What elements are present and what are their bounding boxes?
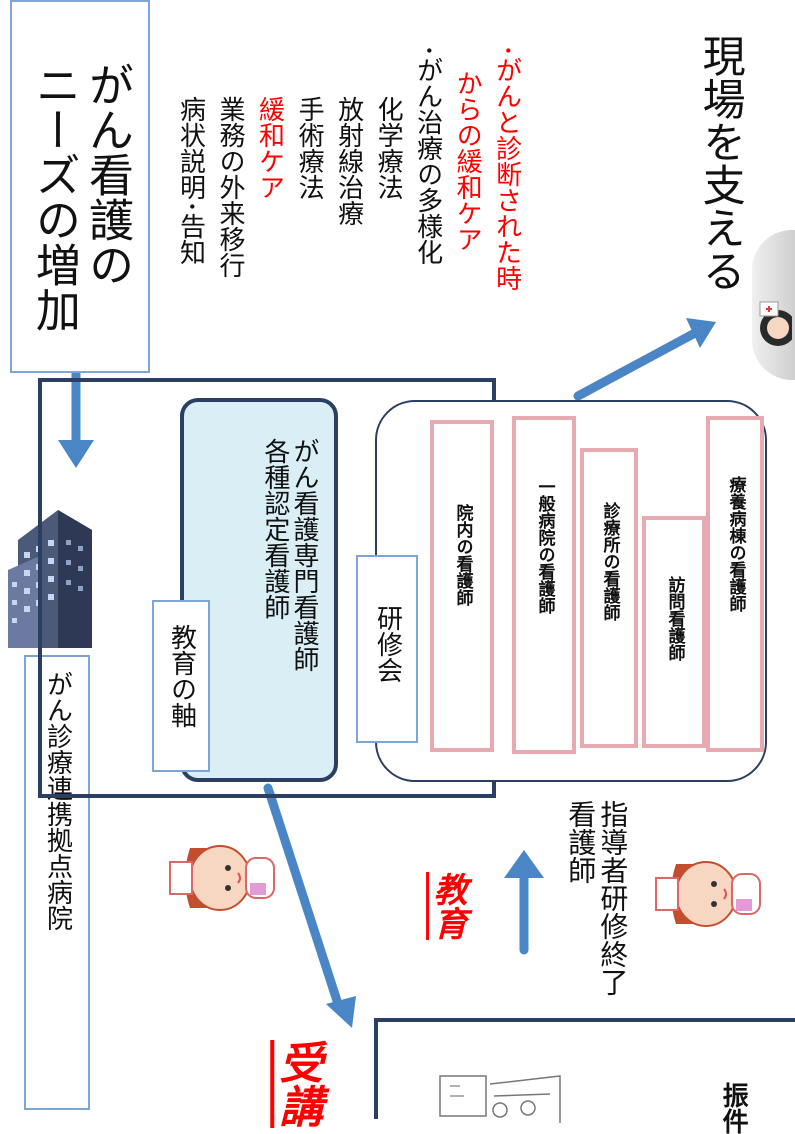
needs-item: 病状説明･告知	[175, 96, 206, 266]
nurse-type-bar: 一般病院の看護師	[512, 416, 576, 754]
needs-title-line2: ニーズの増加	[27, 62, 81, 332]
nurse-type-bar: 診療所の看護師	[580, 448, 638, 748]
education-axis-line2: 各種認定看護師	[259, 438, 290, 620]
trainee-text-line2: 看護師	[564, 800, 598, 884]
needs-title-line1: がん看護の	[81, 62, 134, 287]
needs-item: 業務の外来移行	[215, 96, 246, 278]
arrow-axis-to-juko	[263, 783, 345, 1015]
needs-box: がん看護の ニーズの増加	[10, 0, 150, 373]
nurse-type-label: 院内の看護師	[452, 504, 473, 606]
arrow-trainee-up-head	[504, 850, 544, 878]
needs-title: がん看護の ニーズの増加	[28, 62, 134, 332]
needs-item: 手術療法	[294, 96, 325, 200]
needs-item: 緩和ケア	[254, 96, 285, 200]
needs-item: 化学療法	[373, 96, 404, 200]
arrow-center-to-support	[573, 328, 700, 401]
nurse-cap-small-icon	[759, 301, 792, 346]
nurse-type-label: 療養病棟の看護師	[725, 476, 746, 612]
bottom-partial-text: 振件	[718, 1082, 749, 1134]
nurse-type-label: 一般病院の看護師	[534, 478, 555, 614]
needs-item: ･がん治療の多様化	[412, 44, 443, 266]
needs-item: 放射線治療	[333, 96, 364, 226]
bottom-partial-box: 振件	[374, 1018, 795, 1134]
nurse-type-label: 診療所の看護師	[599, 502, 620, 621]
needs-item: からの緩和ケア	[452, 70, 483, 252]
seminar-label: 研修会	[372, 605, 403, 683]
nurse-type-bar: 療養病棟の看護師	[706, 416, 764, 752]
education-axis-text: がん看護専門看護師 各種認定看護師	[259, 438, 319, 672]
arrow-axis-to-juko-head	[326, 996, 356, 1028]
nurse-type-bar: 院内の看護師	[430, 420, 494, 752]
seminar-label-box: 研修会	[356, 555, 418, 743]
trainee-text-line1: 指導者研修終了	[596, 800, 630, 996]
education-axis-line1: がん看護専門看護師	[289, 438, 319, 672]
education-axis-tab-label: 教育の軸	[166, 624, 197, 728]
nurse-type-label: 訪問看護師	[664, 576, 685, 661]
nurse-illustration-icon	[655, 861, 761, 927]
nurse-illustration-icon	[169, 845, 275, 911]
needs-list: ･がんと診断された時 からの緩和ケア ･がん治療の多様化 化学療法 放射線治療 …	[170, 44, 526, 291]
arrow-center-to-support-head	[686, 318, 716, 348]
classroom-sketch-icon	[439, 1075, 561, 1123]
arrow-needs-to-center-head	[58, 440, 94, 468]
hospital-label-box: がん診療連携拠点病院	[24, 655, 90, 1110]
support-label: 現場を支える	[695, 34, 746, 292]
juko-label: 受講	[271, 1040, 323, 1128]
needs-item: ･がんと診断された時	[491, 44, 522, 292]
trainee-text: 指導者研修終了 看護師	[564, 800, 630, 996]
education-axis-tab: 教育の軸	[152, 600, 210, 772]
kyoiku-label: 教育	[427, 872, 468, 940]
nurse-type-bar: 訪問看護師	[642, 516, 706, 748]
hospital-label: がん診療連携拠点病院	[42, 671, 73, 931]
